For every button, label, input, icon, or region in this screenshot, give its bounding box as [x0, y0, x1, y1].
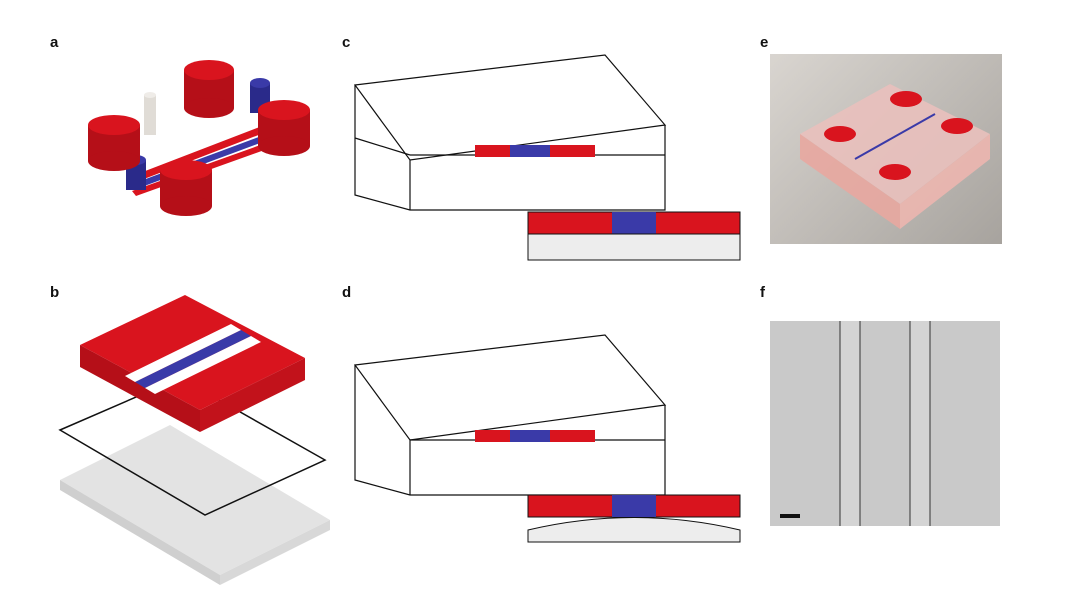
panel-d-schematic: [353, 334, 741, 543]
panel-e-device-photo: [770, 54, 1002, 244]
red-reservoir-1: [184, 60, 234, 118]
panel-label-a: a: [50, 34, 59, 51]
grey-post: [144, 92, 156, 135]
red-reservoir-2: [88, 115, 140, 171]
red-chip-layer: [80, 295, 305, 432]
panel-label-f: f: [760, 284, 765, 301]
inset-blue: [612, 212, 656, 234]
red-reservoir: [879, 164, 911, 180]
inset-deflected-base: [527, 517, 741, 543]
panel-b-exploded-layers: [58, 295, 330, 585]
red-reservoir-3: [258, 100, 310, 156]
blue-channel: [135, 330, 251, 388]
pdms-chip: [800, 84, 990, 204]
red-reservoir-4: [160, 160, 212, 216]
panel-label-b: b: [50, 284, 60, 301]
blue-channel: [510, 145, 550, 157]
inset-blue: [612, 495, 656, 517]
scale-bar: [780, 514, 800, 518]
panel-label-d: d: [342, 284, 352, 301]
panel-a-device-illustration: [88, 60, 310, 216]
grey-base-layer: [60, 425, 330, 585]
red-reservoir: [890, 91, 922, 107]
panel-c-schematic: [353, 54, 741, 261]
panel-label-c: c: [342, 34, 351, 51]
inset-base: [527, 233, 741, 261]
channel-line: [854, 113, 936, 160]
panel-label-e: e: [760, 34, 769, 51]
blue-channel: [510, 430, 550, 442]
red-reservoir: [941, 118, 973, 134]
panel-f-micrograph: [770, 321, 1000, 526]
red-reservoir: [824, 126, 856, 142]
